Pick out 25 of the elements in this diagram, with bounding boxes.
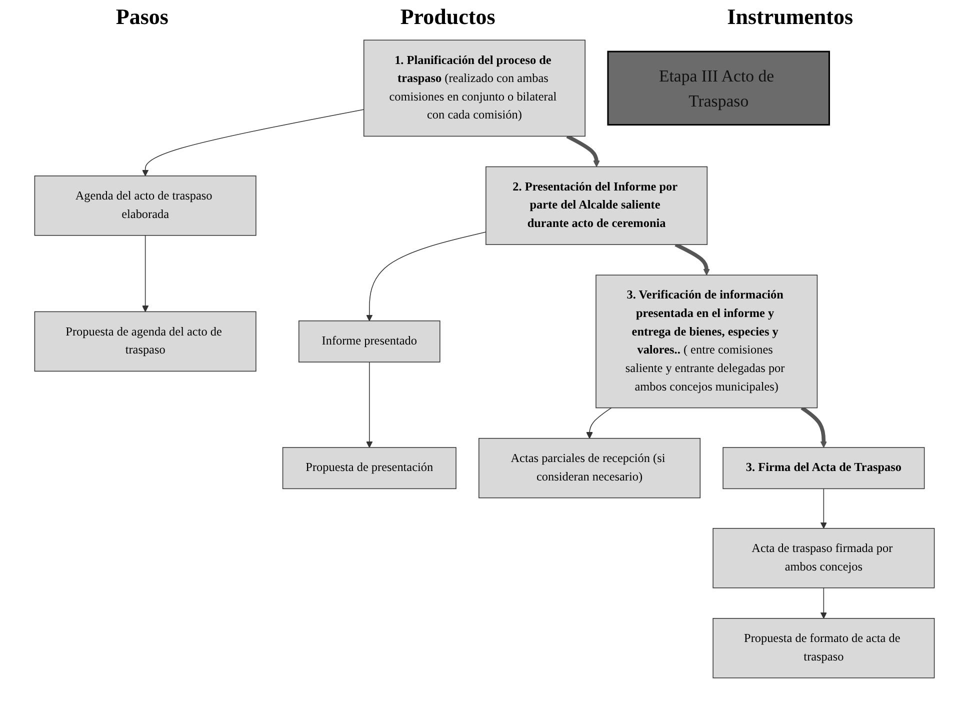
node-box: Actas parciales de recepción (si consideran necesario) [478, 438, 701, 498]
node-box: Propuesta de formato de acta de traspaso [712, 618, 935, 678]
arrow [142, 109, 364, 176]
arrow [820, 488, 828, 529]
arrow [586, 407, 612, 439]
column-heading: Productos [400, 4, 496, 30]
node-box: 3. Firma del Acta de Traspaso [722, 447, 925, 490]
node-box: 3. Verificación de información presentada en el informe y entrega de bienes, especies y valores.. ( entre comisiones saliente y entrante delegadas por ambos concejos municipales) [596, 274, 818, 408]
arrow [142, 235, 149, 312]
arrow [820, 588, 828, 619]
node-box: 2. Presentación del Informe por parte del Alcalde saliente durante acto de ceremonia [486, 166, 708, 245]
node-box: Informe presentado [298, 320, 440, 362]
arrow [366, 362, 373, 448]
arrow [366, 232, 486, 322]
node-box: Propuesta de presentación [282, 447, 456, 490]
arrow [674, 242, 710, 276]
arrow [800, 406, 828, 448]
node-box: Etapa III Acto de Traspaso [607, 50, 830, 126]
node-box: Propuesta de agenda del acto de traspaso [34, 311, 256, 372]
arrow [566, 134, 600, 168]
node-box: Acta de traspaso firmada por ambos concejos [712, 528, 935, 588]
column-heading: Instrumentos [727, 4, 854, 30]
node-box: Agenda del acto de traspaso elaborada [34, 176, 256, 236]
node-box: 1. Planificación del proceso de traspaso (realizado con ambas comisiones en conjunto o bilateral con cada comisión) [363, 40, 586, 137]
column-heading: Pasos [116, 4, 168, 30]
